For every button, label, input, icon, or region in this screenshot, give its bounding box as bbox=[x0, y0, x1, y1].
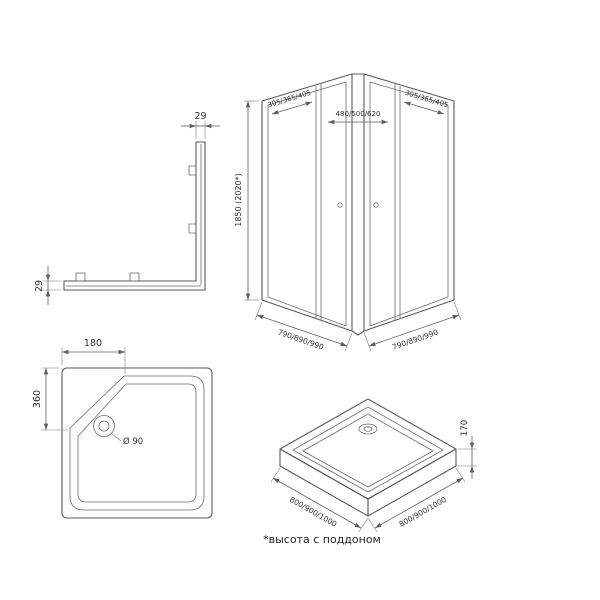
right-panel-width-label: 305/365/405 bbox=[404, 89, 449, 110]
height-footnote: *высота с поддоном bbox=[263, 533, 381, 546]
enclosure-base-right-label: 790/890/990 bbox=[391, 327, 440, 351]
tray-rim-iso bbox=[292, 406, 444, 493]
tray-front-left-face bbox=[279, 448, 369, 517]
profile-height-dimension: 29 bbox=[34, 266, 61, 305]
door-width-dimension: 480/500/620 bbox=[328, 110, 388, 125]
profile-l-shape bbox=[63, 141, 206, 291]
drain-iso-outer bbox=[358, 423, 378, 435]
tray-chamfer-width-dimension: 180 bbox=[61, 338, 126, 374]
tray-outer-edge bbox=[61, 367, 213, 519]
tray-base-right-label: 800/900/1000 bbox=[398, 495, 449, 529]
enclosure-base-right-dimension: 790/890/990 bbox=[363, 301, 462, 352]
wall-bracket-top-2 bbox=[188, 223, 197, 234]
tray-isometric-view: 170 800/900/1000 800/900/1000 bbox=[270, 398, 477, 533]
tray-height-label: 170 bbox=[460, 420, 470, 436]
right-glass-wall bbox=[363, 73, 455, 332]
wall-bracket-bottom-1 bbox=[75, 272, 86, 282]
tray-basin bbox=[77, 383, 197, 503]
tray-chamfer-height-label: 360 bbox=[32, 390, 43, 408]
tray-chamfer-width-label: 180 bbox=[84, 338, 102, 349]
corner-post-bottom bbox=[351, 330, 365, 336]
right-wall-inner-frame bbox=[369, 81, 449, 327]
enclosure-isometric-view: 1850 (2020*) 305/365/405 480/500/620 305… bbox=[234, 73, 462, 352]
right-door-knob bbox=[373, 202, 379, 208]
drain-leader-line bbox=[110, 432, 122, 442]
door-width-label: 480/500/620 bbox=[336, 110, 381, 118]
enclosure-base-left-label: 790/890/990 bbox=[277, 328, 326, 352]
tray-base-left-label: 800/900/1000 bbox=[288, 495, 339, 529]
profile-width-label: 29 bbox=[194, 111, 206, 122]
tray-base-left-dimension: 800/900/1000 bbox=[270, 467, 369, 533]
left-panel-width-label: 305/365/405 bbox=[267, 89, 312, 110]
enclosure-base-left-dimension: 790/890/990 bbox=[254, 301, 353, 352]
wall-bracket-top-1 bbox=[188, 165, 197, 176]
tray-rim bbox=[69, 375, 205, 511]
profile-height-label: 29 bbox=[34, 280, 45, 292]
wall-bracket-bottom-2 bbox=[129, 272, 140, 282]
left-door-knob bbox=[337, 202, 343, 208]
tray-front-right-face bbox=[367, 448, 457, 517]
enclosure-height-label: 1850 (2020*) bbox=[234, 173, 243, 227]
profile-width-dimension: 29 bbox=[181, 111, 220, 139]
corner-profile-top-view: 29 29 bbox=[34, 111, 220, 305]
drain-iso-inner bbox=[363, 426, 373, 432]
drain-outer-circle bbox=[93, 415, 115, 437]
left-wall-inner-frame bbox=[267, 81, 347, 327]
drain-inner-circle bbox=[98, 420, 110, 432]
tray-chamfer-height-dimension: 360 bbox=[32, 367, 68, 431]
tray-height-dimension: 170 bbox=[458, 420, 477, 479]
drain-diameter-label: Ø 90 bbox=[123, 436, 143, 447]
tray-basin-iso bbox=[302, 413, 434, 488]
enclosure-height-dimension: 1850 (2020*) bbox=[234, 100, 259, 301]
tray-base-right-dimension: 800/900/1000 bbox=[367, 467, 466, 533]
tray-plan-view: Ø 90 180 360 bbox=[32, 338, 213, 519]
